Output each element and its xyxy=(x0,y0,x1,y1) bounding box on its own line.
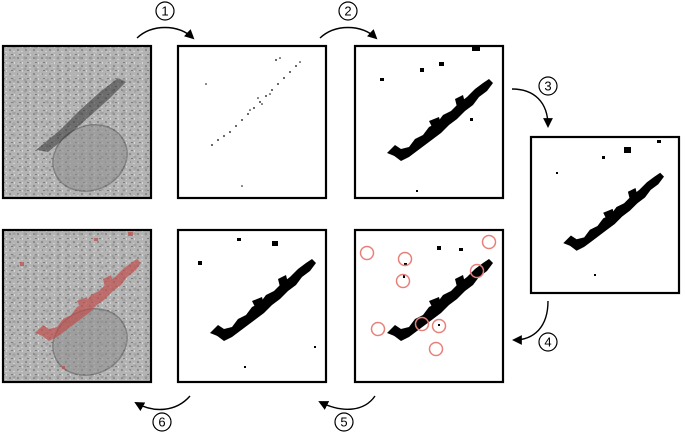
arrow-step-1 xyxy=(136,26,195,40)
outlier-marker xyxy=(428,341,444,357)
panel-dilated-mask xyxy=(353,44,505,200)
panel-filtered-mask xyxy=(529,135,681,295)
step-label: 4 xyxy=(544,335,551,350)
outlier-marker xyxy=(370,321,386,337)
outlier-marker xyxy=(481,234,497,250)
step-label: 6 xyxy=(158,415,165,430)
outlier-marker xyxy=(431,318,447,334)
arrow-step-4 xyxy=(512,300,549,345)
outlier-marker xyxy=(397,251,413,267)
outlier-marker xyxy=(469,263,485,279)
outlier-markers xyxy=(359,234,497,357)
arrow-step-2 xyxy=(319,26,378,40)
step-marker-3: 3 xyxy=(538,76,558,96)
arrow-step-3 xyxy=(511,88,553,128)
step-label: 3 xyxy=(544,79,551,94)
step-label: 5 xyxy=(340,415,347,430)
outlier-marker xyxy=(414,316,430,332)
step-label: 1 xyxy=(161,4,168,19)
step-marker-6: 6 xyxy=(152,412,172,432)
step-marker-2: 2 xyxy=(338,1,358,21)
panel-original-micrograph xyxy=(1,44,153,200)
panel-overlay-micrograph xyxy=(1,228,153,384)
panel-cleaned-mask xyxy=(176,228,328,384)
arrow-step-6 xyxy=(134,395,191,412)
arrow-step-5 xyxy=(318,395,376,410)
step-marker-1: 1 xyxy=(155,1,175,21)
panel-outlier-marked-mask xyxy=(353,228,505,384)
step-marker-5: 5 xyxy=(334,412,354,432)
outlier-marker xyxy=(395,273,411,289)
outlier-marker xyxy=(359,245,375,261)
step-marker-4: 4 xyxy=(538,332,558,352)
step-label: 2 xyxy=(344,4,351,19)
panel-thresholded-sparse xyxy=(176,44,328,200)
